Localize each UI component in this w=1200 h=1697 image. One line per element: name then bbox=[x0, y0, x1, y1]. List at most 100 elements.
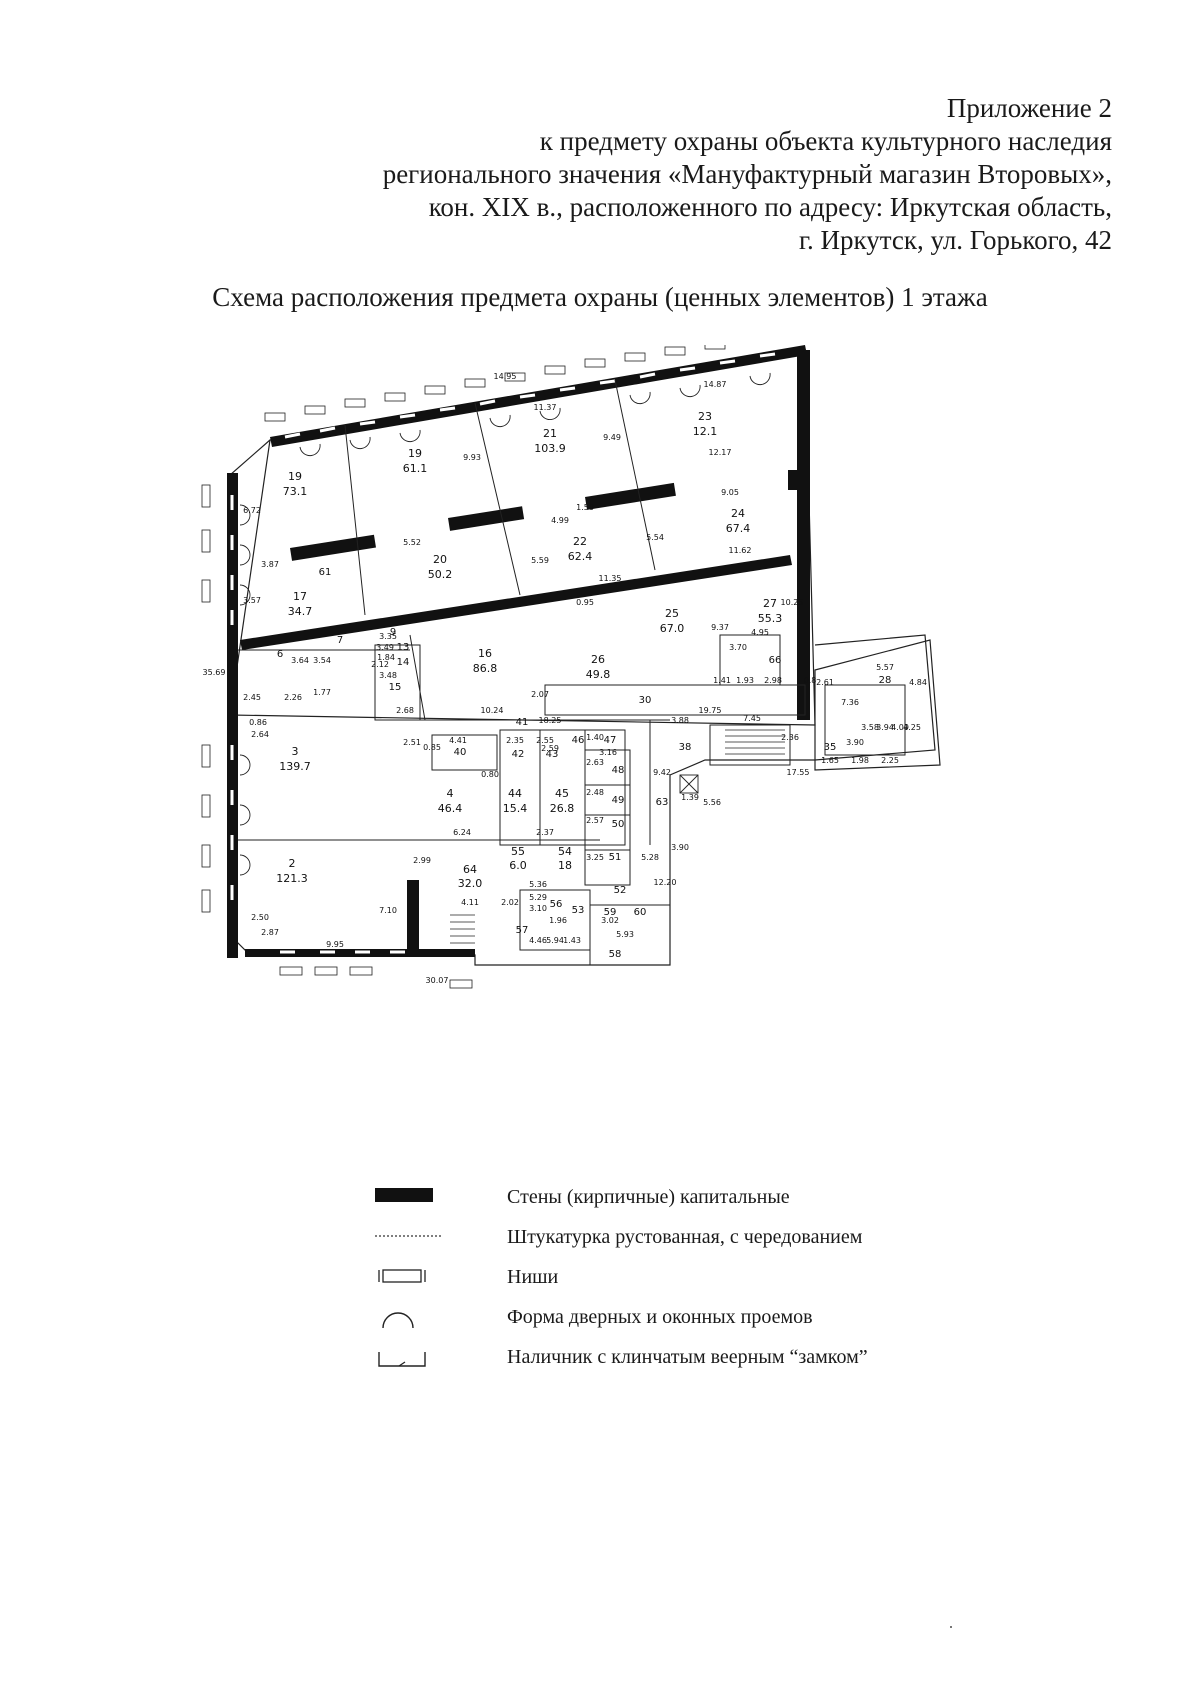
header-line: Приложение 2 bbox=[946, 93, 1112, 123]
header-line: кон. XIX в., расположенного по адресу: И… bbox=[428, 192, 1112, 222]
dashed-line-icon bbox=[375, 1235, 441, 1237]
room-label: 48 bbox=[612, 765, 625, 776]
dimension: 4.25 bbox=[903, 723, 921, 732]
capital-walls bbox=[227, 345, 810, 958]
room-label: 9 bbox=[390, 627, 396, 638]
room-area: 50.2 bbox=[428, 568, 453, 581]
dimension: 5.59 bbox=[531, 556, 549, 565]
dimension: 2.59 bbox=[541, 744, 559, 753]
outer-outline-lower bbox=[229, 439, 936, 966]
room-area: 55.3 bbox=[758, 612, 783, 625]
dimension: 3.94 bbox=[876, 723, 894, 732]
room-number: 23 bbox=[698, 410, 712, 423]
room-area: 32.0 bbox=[458, 877, 483, 890]
room-number: 55 bbox=[511, 845, 525, 858]
dimension: 2.02 bbox=[501, 898, 519, 907]
room-label: 63 bbox=[656, 797, 669, 808]
room-label: 43 bbox=[546, 749, 559, 760]
room-number: 45 bbox=[555, 787, 569, 800]
room-number: 24 bbox=[731, 507, 745, 520]
dimension: 9.95 bbox=[326, 940, 344, 949]
room-number: 16 bbox=[478, 647, 492, 660]
room-number: 22 bbox=[573, 535, 587, 548]
document-header: Приложение 2 к предмету охраны объекта к… bbox=[383, 92, 1112, 257]
dimension: 14.87 bbox=[704, 380, 727, 389]
room-label: 59 bbox=[604, 907, 617, 918]
dimension: 3.49 bbox=[376, 643, 394, 652]
room-label: 52 bbox=[614, 885, 627, 896]
room-label: 46 bbox=[572, 735, 585, 746]
dimension: 5.52 bbox=[403, 538, 421, 547]
room-label: 38 bbox=[679, 742, 692, 753]
dimension: 2.50 bbox=[251, 913, 269, 922]
room-area: 62.4 bbox=[568, 550, 593, 563]
wall-bar-icon bbox=[375, 1188, 433, 1202]
dimension: 4.11 bbox=[461, 898, 479, 907]
dimension: 3.16 bbox=[599, 748, 617, 757]
dimension: 10.24 bbox=[481, 706, 504, 715]
dimension: 5.94 bbox=[546, 936, 564, 945]
header-line: к предмету охраны объекта культурного на… bbox=[539, 126, 1112, 156]
room-number: 17 bbox=[293, 590, 307, 603]
room-label: 66 bbox=[769, 655, 782, 666]
dimension: 4.95 bbox=[751, 628, 769, 637]
arch-icon bbox=[382, 1312, 414, 1329]
room-area: 34.7 bbox=[288, 605, 313, 618]
dimension: 3.88 bbox=[671, 716, 689, 725]
scan-dot bbox=[950, 1626, 952, 1628]
room-number: 26 bbox=[591, 653, 605, 666]
dimension: 6.24 bbox=[453, 828, 471, 837]
header-line: регионального значения «Мануфактурный ма… bbox=[382, 159, 1112, 189]
room-area: 6.0 bbox=[509, 859, 527, 872]
staircases bbox=[450, 729, 785, 944]
room-number: 3 bbox=[292, 745, 299, 758]
dimension: 0.86 bbox=[249, 718, 267, 727]
room-area: 15.4 bbox=[503, 802, 528, 815]
dimension: 2.07 bbox=[531, 690, 549, 699]
room-label: 50 bbox=[612, 819, 625, 830]
room-label: 40 bbox=[454, 747, 467, 758]
dimension: 19.75 bbox=[699, 706, 722, 715]
room-number: 25 bbox=[665, 607, 679, 620]
dimension: 6.72 bbox=[243, 506, 261, 515]
dimension: 2.37 bbox=[536, 828, 554, 837]
dimension: 1.41 bbox=[713, 676, 731, 685]
dimension: 30.07 bbox=[426, 976, 449, 985]
room-area: 103.9 bbox=[534, 442, 566, 455]
dimension: 1.40 bbox=[586, 733, 604, 742]
room-number: 20 bbox=[433, 553, 447, 566]
room-area: 67.4 bbox=[726, 522, 751, 535]
dimension: 11.37 bbox=[534, 403, 557, 412]
room-label: 51 bbox=[609, 852, 622, 863]
room-label: 47 bbox=[604, 735, 617, 746]
dimension: 9.37 bbox=[711, 623, 729, 632]
dimension: 3.90 bbox=[846, 738, 864, 747]
dimension: 3.70 bbox=[729, 643, 747, 652]
room-area: 49.8 bbox=[586, 668, 611, 681]
dimension: 3.02 bbox=[601, 916, 619, 925]
dimension: 3.35 bbox=[379, 632, 397, 641]
room-label: 56 bbox=[550, 899, 563, 910]
dimension: 2.68 bbox=[396, 706, 414, 715]
dimension: 2.61 bbox=[816, 678, 834, 687]
dimension: 3.25 bbox=[586, 853, 604, 862]
legend-text: Стены (кирпичные) капитальные bbox=[507, 1186, 790, 1208]
dimension: 0.80 bbox=[481, 770, 499, 779]
dimension: 1.96 bbox=[549, 916, 567, 925]
dimension: 5.28 bbox=[641, 853, 659, 862]
elevator-mark bbox=[679, 774, 699, 794]
room-area: 121.3 bbox=[276, 872, 308, 885]
facade-window-gaps bbox=[230, 352, 776, 954]
dimension: 1.43 bbox=[563, 936, 581, 945]
dimension: 9.05 bbox=[721, 488, 739, 497]
dimension: 4.46 bbox=[529, 936, 547, 945]
room-number: 2 bbox=[289, 857, 296, 870]
dimension: 5.36 bbox=[529, 880, 547, 889]
dimension: 1.65 bbox=[821, 756, 839, 765]
dimension: 2.45 bbox=[243, 693, 261, 702]
dimension-labels: 14.95 11.37 14.87 9.93 9.49 12.17 9.05 6… bbox=[203, 372, 927, 985]
dimension: 9.93 bbox=[463, 453, 481, 462]
room-number: 21 bbox=[543, 427, 557, 440]
room-area: 18 bbox=[558, 859, 572, 872]
room-area: 12.1 bbox=[693, 425, 718, 438]
